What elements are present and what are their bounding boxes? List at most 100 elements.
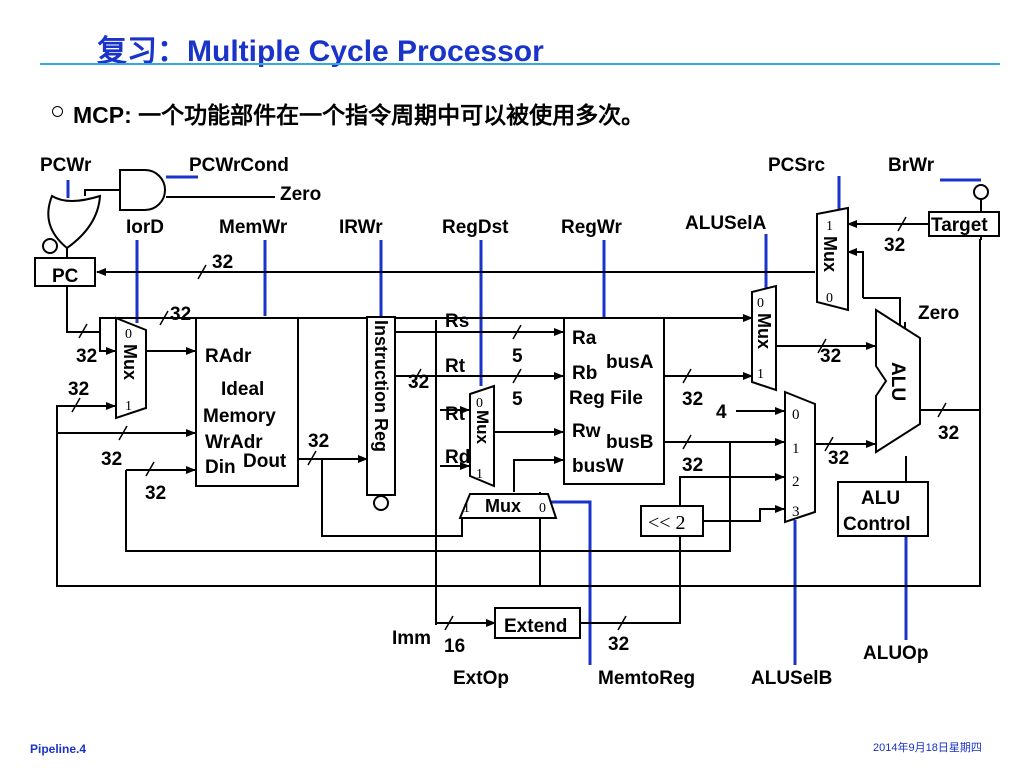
- w-busa: 32: [682, 389, 703, 410]
- tick-mark: [817, 338, 827, 354]
- memory-din-label: Din: [205, 457, 236, 478]
- tick-mark: [897, 216, 907, 232]
- w-ir: 32: [408, 372, 429, 393]
- regdst-mux-in0: 0: [476, 396, 483, 411]
- and-gate: [119, 169, 166, 211]
- title-rule: [40, 63, 1000, 65]
- alu-result-wire[interactable]: [920, 239, 981, 411]
- tick-mark: [412, 368, 422, 384]
- tick-mark: [118, 425, 128, 441]
- rf-ra-label: Ra: [572, 328, 597, 349]
- memtoreg-mux[interactable]: [458, 493, 558, 519]
- iord-mux-in1: 1: [125, 399, 132, 414]
- pc-enable-bubble-icon: [42, 238, 58, 254]
- shift-left-2[interactable]: [640, 505, 704, 537]
- w-aluout: 32: [938, 423, 959, 444]
- rt2-label: Rt: [445, 404, 466, 425]
- iord-mux[interactable]: [115, 316, 147, 420]
- extop-label: ExtOp: [453, 668, 509, 689]
- iord-mux-label: Mux: [120, 344, 140, 380]
- tick-mark: [197, 264, 207, 280]
- aluselb-mux-in3: 3: [792, 504, 800, 520]
- tick-mark: [824, 436, 834, 452]
- regdst-mux-in1: 1: [476, 467, 483, 482]
- extend-label: Extend: [504, 616, 567, 637]
- iord-label: IorD: [126, 217, 164, 238]
- const4-label: 4: [716, 402, 727, 423]
- w-imm: 16: [444, 636, 465, 657]
- pcsrc-mux-label: Mux: [820, 236, 840, 272]
- memory-dout-label: Dout: [243, 451, 287, 472]
- dout-to-memtoreg-wire[interactable]: [321, 459, 463, 537]
- regdst-mux[interactable]: [469, 384, 495, 488]
- pc-register[interactable]: [34, 257, 96, 287]
- pcsrc-mux-in1: 1: [826, 219, 833, 234]
- target-label: Target: [931, 215, 988, 236]
- w-busb: 32: [682, 455, 703, 476]
- alu-control[interactable]: [837, 481, 929, 537]
- alu-to-pcmux-wire[interactable]: [847, 248, 864, 298]
- alu-control-line2: Control: [843, 514, 911, 535]
- memtoreg-line: [541, 500, 592, 665]
- tick-mark: [682, 434, 692, 450]
- iord-mux-in0: 0: [125, 327, 132, 342]
- datapath-wires: [56, 189, 982, 627]
- rf-busw-label: busW: [572, 456, 624, 477]
- regwr-label: RegWr: [561, 217, 622, 238]
- memwr-label: MemWr: [219, 217, 288, 238]
- alusela-mux[interactable]: [751, 284, 777, 392]
- w-rb: 5: [512, 389, 523, 410]
- bullet-label: MCP:: [73, 102, 132, 128]
- w-ra: 5: [512, 346, 523, 367]
- w-mux-in1: 32: [68, 379, 89, 400]
- footer-right: 2014年9月18日星期四: [873, 742, 982, 754]
- ideal-memory[interactable]: [195, 317, 299, 487]
- w-target: 32: [884, 235, 905, 256]
- memtoreg-mux-in0: 0: [539, 501, 546, 516]
- memory-name-line1: Ideal: [221, 379, 264, 400]
- zero-in-label: Zero: [280, 184, 321, 205]
- regdst-label: RegDst: [442, 217, 509, 238]
- tick-mark: [159, 310, 169, 326]
- memory-radr-label: RAdr: [205, 346, 252, 367]
- blocks: [34, 169, 1000, 639]
- pcwrcond-label: PCWrCond: [189, 155, 289, 176]
- pcsrc-mux[interactable]: [816, 206, 849, 312]
- tick-mark: [78, 323, 88, 339]
- register-file[interactable]: [563, 317, 665, 485]
- aluselb-mux-in1: 1: [792, 441, 800, 457]
- extend-unit[interactable]: [494, 607, 581, 639]
- alusela-label: ALUSelA: [685, 213, 767, 234]
- alusela-mux-in1: 1: [757, 367, 764, 382]
- imm-label: Imm: [392, 628, 431, 649]
- aluselb-mux[interactable]: [784, 390, 816, 524]
- control-lines: [66, 175, 981, 665]
- alu[interactable]: [875, 308, 921, 454]
- busb-to-din-wire[interactable]: [125, 442, 731, 552]
- tick-mark: [937, 402, 947, 418]
- rf-busb-label: busB: [606, 432, 654, 453]
- or-gate: [47, 194, 102, 250]
- w-pc: 32: [212, 252, 233, 273]
- w-alub: 32: [828, 448, 849, 469]
- aluout-to-iord-mux-wire[interactable]: [56, 402, 981, 587]
- aluselb-mux-in0: 0: [792, 407, 800, 423]
- w-mux-in0: 32: [76, 346, 97, 367]
- tick-mark: [512, 368, 522, 384]
- memtoreg-to-busw-wire[interactable]: [513, 456, 564, 492]
- rs-label: Rs: [445, 311, 469, 332]
- w-pc2: 32: [170, 304, 191, 325]
- target-register[interactable]: [928, 211, 1000, 237]
- instruction-register[interactable]: [366, 316, 396, 496]
- w-din2: 32: [145, 483, 166, 504]
- extend-to-aluselb-wire[interactable]: [580, 473, 785, 624]
- shift-to-aluselb-wire[interactable]: [703, 505, 785, 522]
- alu-label: ALU: [887, 362, 908, 401]
- pc-to-alusela-mux-wire[interactable]: [99, 314, 753, 332]
- rf-rb-label: Rb: [572, 363, 597, 384]
- alusela-mux-label: Mux: [754, 313, 774, 349]
- rf-rw-label: Rw: [572, 421, 601, 442]
- aluselb-mux-in2: 2: [792, 474, 800, 490]
- ir-label: Instruction Reg: [371, 320, 391, 452]
- alusela-mux-in0: 0: [757, 296, 764, 311]
